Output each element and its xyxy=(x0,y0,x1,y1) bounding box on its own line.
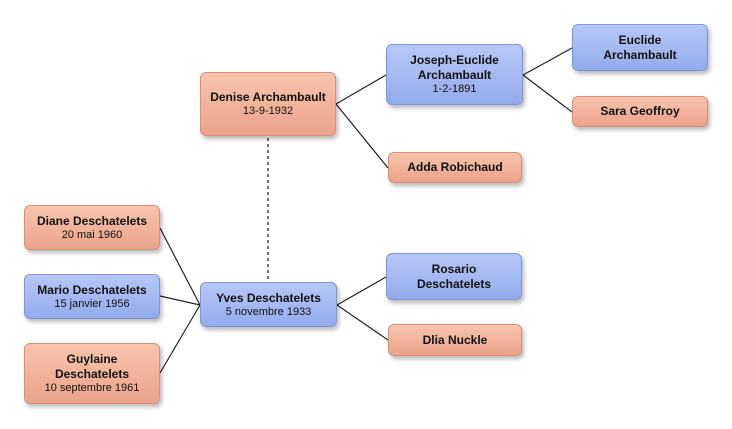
person-date: 5 novembre 1933 xyxy=(225,305,312,318)
person-node-mario[interactable]: Mario Deschatelets 15 janvier 1956 xyxy=(24,274,160,319)
person-name: Rosario Deschatelets xyxy=(416,261,492,291)
person-name: Yves Deschatelets xyxy=(216,290,321,305)
person-name: Adda Robichaud xyxy=(407,160,503,174)
person-name: Joseph-Euclide Archambault xyxy=(410,53,499,82)
person-date: 13-9-1932 xyxy=(242,105,294,117)
connector-yves-rosario xyxy=(336,276,387,306)
connector-mario-yves xyxy=(159,295,201,306)
connector-yves-dlia xyxy=(336,304,389,341)
person-date: 15 janvier 1956 xyxy=(54,297,130,310)
person-name: Euclide Archambault xyxy=(603,32,677,62)
person-name: Guylaine Deschatelets xyxy=(54,352,130,381)
person-node-rosario[interactable]: Rosario Deschatelets xyxy=(386,253,522,300)
person-node-guylaine[interactable]: Guylaine Deschatelets 10 septembre 1961 xyxy=(24,343,160,404)
person-date: 20 mai 1960 xyxy=(61,228,123,241)
person-node-adda[interactable]: Adda Robichaud xyxy=(388,152,522,183)
person-name: Denise Archambault xyxy=(210,90,326,104)
person-name: Mario Deschatelets xyxy=(37,282,147,297)
connector-denise-joseph xyxy=(335,74,387,105)
person-name: Dlia Nuckle xyxy=(422,332,488,347)
person-date: 1-2-1891 xyxy=(432,83,477,95)
connector-joseph-euclide xyxy=(522,47,573,76)
connector-denise-adda xyxy=(335,103,389,169)
person-date: 10 septembre 1961 xyxy=(44,382,140,394)
person-node-diane[interactable]: Diane Deschatelets 20 mai 1960 xyxy=(24,205,160,250)
person-node-denise[interactable]: Denise Archambault 13-9-1932 xyxy=(200,72,336,136)
connector-guylaine-yves xyxy=(159,304,201,374)
person-node-dlia[interactable]: Dlia Nuckle xyxy=(388,324,522,356)
person-node-euclide[interactable]: Euclide Archambault xyxy=(572,24,708,71)
person-node-sara[interactable]: Sara Geoffroy xyxy=(572,96,708,127)
connector-joseph-sara xyxy=(522,74,573,113)
person-node-yves[interactable]: Yves Deschatelets 5 novembre 1933 xyxy=(200,282,337,327)
person-node-joseph-euclide[interactable]: Joseph-Euclide Archambault 1-2-1891 xyxy=(386,44,523,105)
person-name: Sara Geoffroy xyxy=(600,104,680,118)
person-name: Diane Deschatelets xyxy=(36,213,148,228)
connector-diane-yves xyxy=(159,227,201,306)
